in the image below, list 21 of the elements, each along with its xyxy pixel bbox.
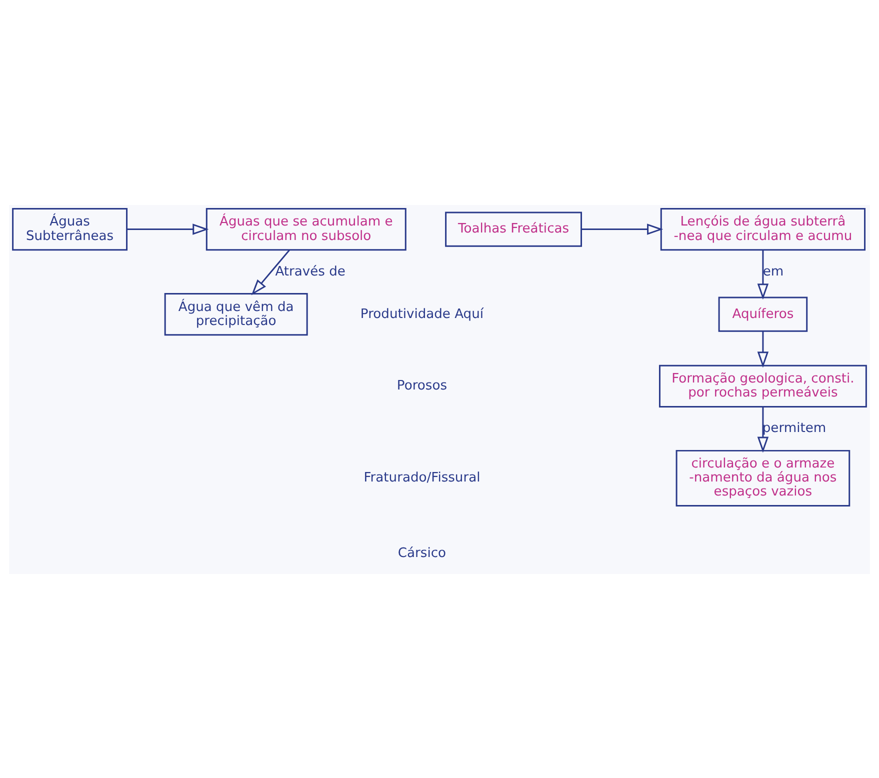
arrow xyxy=(757,330,769,368)
edge-label: permitem xyxy=(762,420,826,436)
label: Porosos xyxy=(396,378,448,394)
node-box: Águas Subterrâneas xyxy=(12,207,128,250)
node-box: Água que vêm da precipitação xyxy=(164,292,308,336)
node-box: Lençóis de água subterrâ -nea que circulam e acumu xyxy=(660,207,866,250)
edge-label: Através de xyxy=(275,264,346,279)
arrow xyxy=(582,223,664,234)
arrow xyxy=(251,248,290,295)
node-box: Toalhas Freáticas xyxy=(445,211,582,246)
label: Produtividade Aquí xyxy=(360,306,484,322)
arrow xyxy=(127,223,209,234)
node-box: Formação geologica, consti. por rochas permeáveis xyxy=(658,364,867,408)
node-box: circulação e o armaze -namento da água nos espaços vazios xyxy=(676,449,850,506)
node-box: Aquíferos xyxy=(718,296,808,332)
label: Fraturado/Fissural xyxy=(364,470,480,486)
arrow xyxy=(757,249,769,300)
edge-label: em xyxy=(762,264,784,279)
arrow xyxy=(757,406,769,452)
node-box: Águas que se acumulam e circulam no subsolo xyxy=(206,207,406,250)
label: Cársico xyxy=(398,545,446,560)
